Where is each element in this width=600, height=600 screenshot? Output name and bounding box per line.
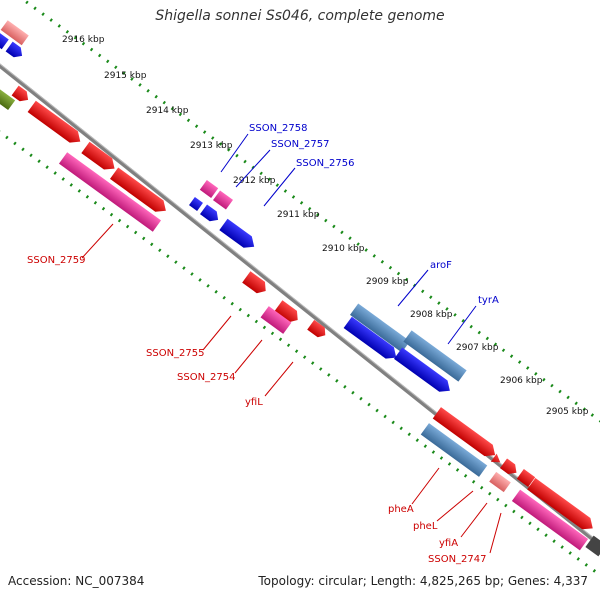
label-leader-line: [81, 223, 114, 259]
label-leader-line: [202, 315, 232, 351]
gene-feature[interactable]: [11, 85, 32, 105]
outer-dotted-track: [21, 0, 600, 423]
label-leader-line: [447, 305, 477, 345]
gene-feature[interactable]: [109, 167, 170, 217]
gene-label[interactable]: aroF: [430, 260, 452, 271]
kbp-tick-label: 2912 kbp: [233, 176, 276, 186]
gene-label[interactable]: pheA: [388, 504, 414, 515]
gene-feature[interactable]: [420, 423, 488, 477]
gene-feature[interactable]: [219, 218, 258, 253]
gene-feature[interactable]: [58, 152, 162, 232]
gene-features: [0, 20, 600, 557]
label-leader-line: [235, 149, 271, 188]
kbp-tick-label: 2908 kbp: [410, 310, 453, 320]
gene-feature[interactable]: [307, 319, 329, 340]
gene-feature[interactable]: [527, 478, 597, 534]
gene-feature[interactable]: [489, 471, 511, 493]
gene-feature[interactable]: [343, 316, 401, 364]
topology-text: Topology: circular; Length: 4,825,265 bp…: [258, 574, 588, 588]
label-leader-line: [220, 133, 249, 173]
gene-label[interactable]: yfiA: [439, 538, 458, 549]
label-leader-line: [436, 490, 474, 522]
label-leader-line: [411, 467, 440, 505]
kbp-tick-label: 2906 kbp: [500, 376, 543, 386]
gene-feature[interactable]: [242, 271, 270, 296]
gene-feature[interactable]: [432, 407, 499, 461]
inner-dotted-track: [0, 130, 600, 577]
gene-label[interactable]: SSON_2756: [296, 158, 355, 169]
gene-label[interactable]: yfiL: [245, 397, 263, 408]
gene-feature[interactable]: [27, 100, 85, 148]
gene-feature[interactable]: [260, 306, 292, 334]
kbp-tick-label: 2909 kbp: [366, 277, 409, 287]
label-leader-line: [264, 361, 294, 397]
gene-feature[interactable]: [213, 190, 233, 210]
gene-feature[interactable]: [5, 41, 26, 61]
label-leader-line: [489, 512, 502, 554]
kbp-tick-label: 2905 kbp: [546, 407, 589, 417]
gene-feature[interactable]: [0, 20, 29, 46]
gene-feature[interactable]: [500, 458, 520, 477]
gene-feature[interactable]: [349, 303, 411, 353]
gene-feature[interactable]: [490, 453, 503, 467]
gene-label[interactable]: SSON_2754: [177, 372, 236, 383]
kbp-tick-label: 2914 kbp: [146, 106, 189, 116]
gene-feature[interactable]: [403, 330, 467, 382]
gene-feature[interactable]: [200, 204, 222, 224]
kbp-tick-label: 2910 kbp: [322, 244, 365, 254]
gene-label[interactable]: SSON_2759: [27, 255, 86, 266]
kbp-tick-label: 2913 kbp: [190, 141, 233, 151]
label-leader-line: [397, 269, 429, 307]
gene-label[interactable]: SSON_2758: [249, 123, 308, 134]
label-leader-lines: [81, 133, 502, 554]
label-leader-line: [263, 167, 296, 207]
gene-feature[interactable]: [585, 535, 600, 557]
gene-feature[interactable]: [511, 489, 589, 551]
label-leader-line: [460, 502, 488, 538]
gene-label[interactable]: pheL: [413, 521, 438, 532]
kbp-tick-label: 2915 kbp: [104, 71, 147, 81]
gene-feature[interactable]: [393, 347, 454, 397]
gene-feature[interactable]: [516, 469, 536, 487]
gene-label[interactable]: SSON_2757: [271, 139, 330, 150]
gene-feature[interactable]: [274, 300, 302, 325]
gene-feature[interactable]: [189, 197, 203, 211]
gene-feature[interactable]: [0, 31, 9, 50]
gene-label[interactable]: tyrA: [478, 295, 499, 306]
gene-feature[interactable]: [0, 86, 16, 111]
gene-label[interactable]: SSON_2755: [146, 348, 205, 359]
kbp-tick-label: 2911 kbp: [277, 210, 320, 220]
kbp-tick-label: 2916 kbp: [62, 35, 105, 45]
gene-label[interactable]: SSON_2747: [428, 554, 487, 565]
map-title: Shigella sonnei Ss046, complete genome: [155, 8, 445, 24]
accession-text: Accession: NC_007384: [8, 574, 145, 588]
gene-feature[interactable]: [81, 141, 118, 174]
kbp-ticks: 2916 kbp 2915 kbp 2914 kbp 2913 kbp 2912 kbp…: [62, 35, 589, 417]
kbp-tick-label: 2907 kbp: [456, 343, 499, 353]
label-leader-line: [234, 339, 263, 374]
gene-feature[interactable]: [199, 180, 219, 198]
